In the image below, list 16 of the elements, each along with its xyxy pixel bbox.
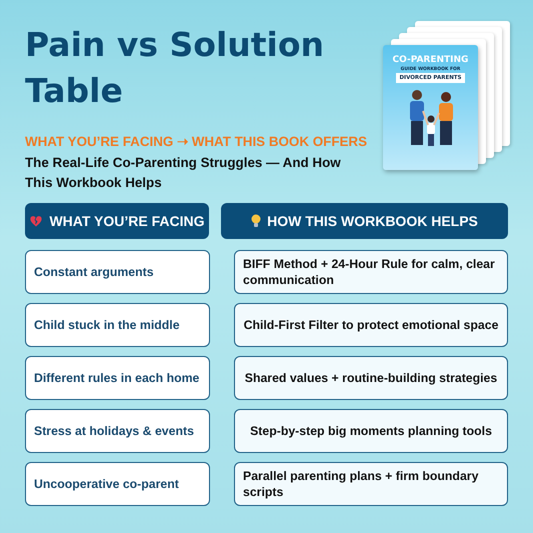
- solution-text: Shared values + routine-building strategies: [244, 370, 498, 386]
- header-label: HOW THIS WORKBOOK HELPS: [267, 213, 478, 229]
- solution-text: Child-First Filter to protect emotional space: [244, 317, 498, 333]
- problem-text: Uncooperative co-parent: [34, 476, 179, 492]
- header-label: WHAT YOU’RE FACING: [49, 213, 205, 229]
- problem-text: Constant arguments: [34, 264, 154, 280]
- solution-text: BIFF Method + 24-Hour Rule for calm, clear communication: [243, 256, 496, 288]
- solution-text: Parallel parenting plans + firm boundary scripts: [243, 468, 480, 500]
- solution-text: Step-by-step big moments planning tools: [250, 423, 492, 439]
- description: The Real-Life Co-Parenting Struggles — And How This Workbook Helps: [25, 154, 342, 192]
- subtitle: WHAT YOU’RE FACING ➝ WHAT THIS BOOK OFFERS: [25, 134, 368, 149]
- problem-text: Different rules in each home: [34, 370, 200, 386]
- title: Pain vs Solution Table: [25, 24, 325, 112]
- problem-text: Stress at holidays & events: [34, 423, 194, 439]
- problem-text: Child stuck in the middle: [34, 317, 180, 333]
- cover-title: CO-PARENTING: [392, 55, 468, 66]
